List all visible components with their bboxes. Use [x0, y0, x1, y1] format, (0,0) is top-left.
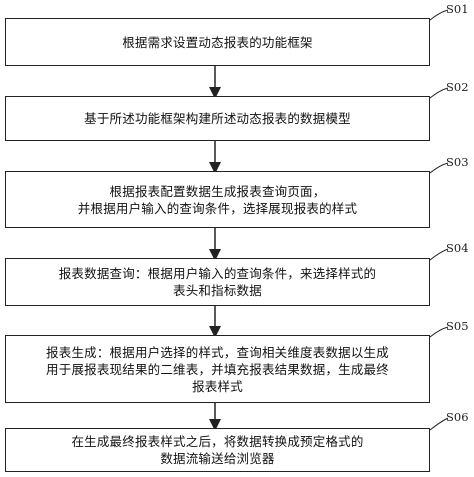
- step-text-s01: 根据需求设置动态报表的功能框架: [122, 34, 313, 50]
- step-box-s05: 报表生成：根据用户选择的样式，查询相关维度表数据以生成 用于展报表现结果的二维表…: [5, 335, 430, 403]
- step-label-s03: S03: [446, 155, 469, 169]
- step-text-s05: 报表生成：根据用户选择的样式，查询相关维度表数据以生成 用于展报表现结果的二维表…: [46, 344, 389, 394]
- step-label-s06: S06: [446, 410, 469, 424]
- step-label-s02: S02: [446, 80, 469, 94]
- step-box-s04: 报表数据查询：根据用户输入的查询条件，来选择样式的 表头和指标数据: [5, 258, 430, 306]
- step-label-s05: S05: [446, 319, 469, 333]
- step-box-s02: 基于所述功能框架构建所述动态报表的数据模型: [5, 96, 430, 141]
- step-text-s02: 基于所述功能框架构建所述动态报表的数据模型: [84, 111, 351, 126]
- step-box-s01: 根据需求设置动态报表的功能框架: [5, 18, 430, 66]
- step-text-s04: 报表数据查询：根据用户输入的查询条件，来选择样式的 表头和指标数据: [58, 266, 377, 298]
- step-text-s03: 根据报表配置数据生成报表查询页面， 并根据用户输入的查询条件，选择展现报表的样式: [77, 183, 358, 216]
- step-text-s06: 在生成最终报表样式之后，将数据转换成预定格式的 数据流输送给浏览器: [71, 434, 364, 466]
- step-box-s03: 根据报表配置数据生成报表查询页面， 并根据用户输入的查询条件，选择展现报表的样式: [5, 171, 430, 228]
- step-label-s04: S04: [446, 241, 469, 255]
- step-label-s01: S01: [446, 2, 469, 16]
- step-box-s06: 在生成最终报表样式之后，将数据转换成预定格式的 数据流输送给浏览器: [5, 428, 430, 472]
